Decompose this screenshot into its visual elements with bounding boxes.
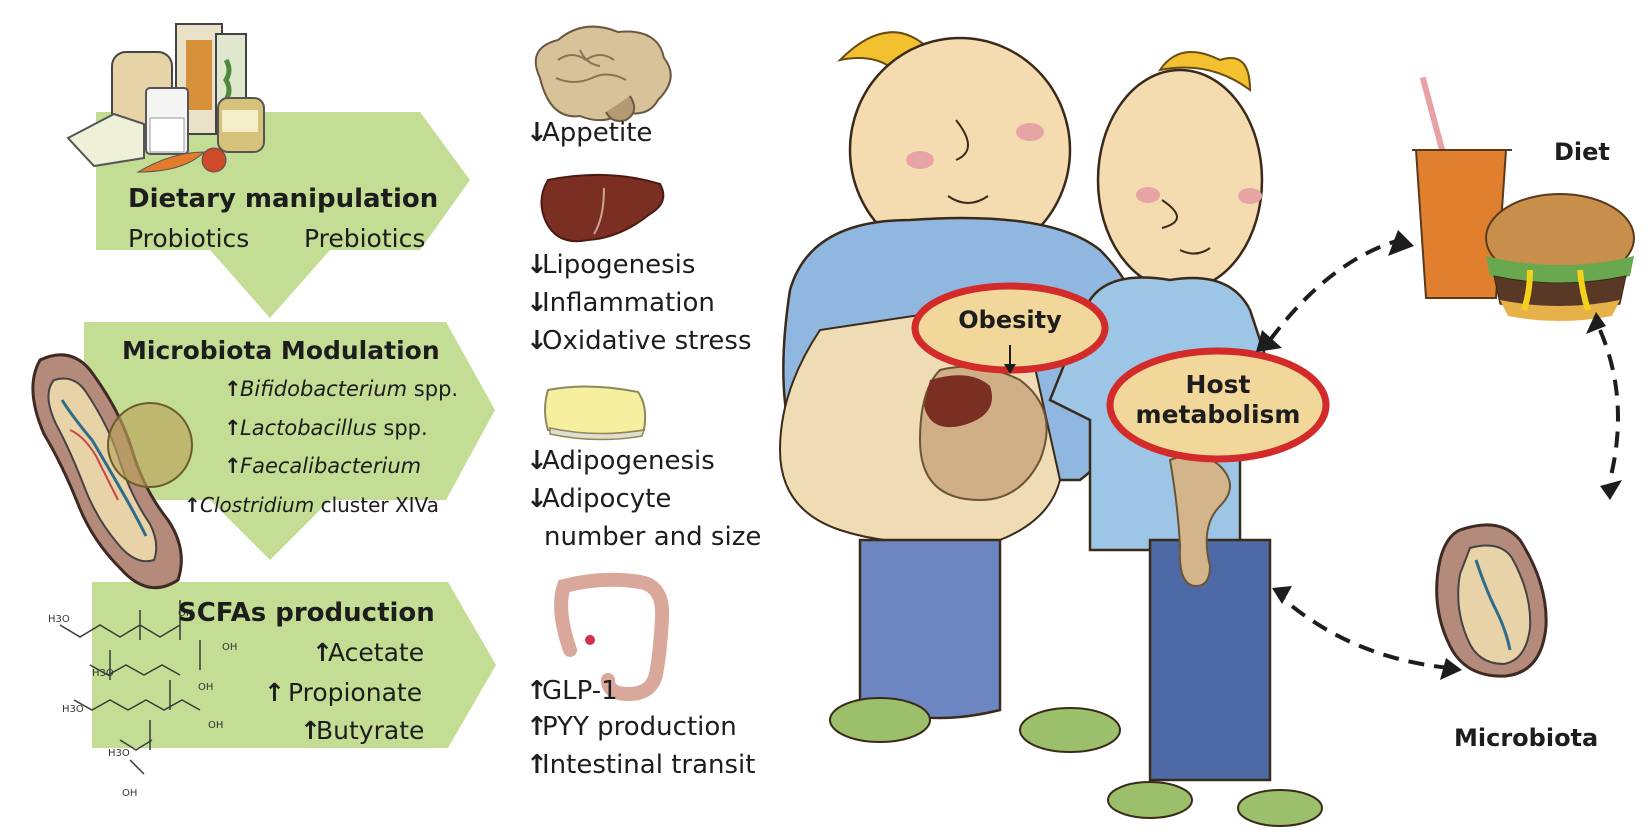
bacteria-name: Faecalibacterium bbox=[240, 454, 421, 478]
effect-label: Inflammation bbox=[542, 288, 715, 318]
effect-glp1: ↑GLP-1 bbox=[526, 676, 618, 706]
dietary-title: Dietary manipulation bbox=[128, 184, 438, 214]
down-arrow-icon: ↓ bbox=[526, 118, 542, 148]
effect-adipocyte-cont: number and size bbox=[544, 522, 761, 552]
svg-text:OH: OH bbox=[198, 682, 213, 693]
effect-oxidative-stress: ↓Oxidative stress bbox=[526, 326, 752, 356]
effect-label: PYY production bbox=[542, 712, 737, 742]
up-arrow-icon: ↑ bbox=[300, 716, 316, 745]
microbiota-label: Microbiota bbox=[1454, 724, 1598, 752]
bacteria-item: ↑Bifidobacterium spp. bbox=[224, 377, 458, 401]
scfa-name: Butyrate bbox=[316, 716, 424, 745]
effect-label: Oxidative stress bbox=[542, 326, 752, 356]
microbiota-mod-title: Microbiota Modulation bbox=[122, 336, 440, 365]
up-arrow-icon: ↑ bbox=[264, 678, 280, 707]
svg-text:H3O: H3O bbox=[92, 668, 114, 679]
intestine-villi-icon-small bbox=[1437, 525, 1546, 676]
effect-pyy: ↑PYY production bbox=[526, 712, 737, 742]
probiotics-label: Probiotics bbox=[128, 224, 249, 253]
svg-text:OH: OH bbox=[222, 642, 237, 653]
effect-label: Lipogenesis bbox=[542, 250, 695, 280]
up-arrow-icon: ↑ bbox=[526, 676, 542, 706]
bacteria-suffix: cluster XIVa bbox=[314, 493, 439, 517]
up-arrow-icon: ↑ bbox=[526, 712, 542, 742]
brain-icon bbox=[536, 27, 671, 121]
host-metabolism-label: Host metabolism bbox=[1118, 370, 1318, 430]
effect-inflammation: ↓Inflammation bbox=[526, 288, 715, 318]
effect-label: Adipocyte bbox=[542, 484, 671, 514]
scfa-item: ↑ Propionate bbox=[264, 678, 422, 707]
svg-text:H3O: H3O bbox=[48, 614, 70, 625]
scfa-item: ↑Acetate bbox=[312, 638, 424, 667]
effect-adipogenesis: ↓Adipogenesis bbox=[526, 446, 715, 476]
up-arrow-icon: ↑ bbox=[224, 416, 240, 440]
colon-marker bbox=[585, 635, 595, 645]
down-arrow-icon: ↓ bbox=[526, 484, 542, 514]
effect-label: Intestinal transit bbox=[542, 750, 755, 780]
bacteria-item: ↑Clostridium cluster XIVa bbox=[184, 493, 439, 517]
liver-icon bbox=[541, 175, 663, 241]
scfa-title: SCFAs production bbox=[178, 598, 435, 628]
effect-adipocyte: ↓Adipocyte bbox=[526, 484, 671, 514]
effect-appetite: ↓Appetite bbox=[526, 118, 652, 148]
metabolism-line: metabolism bbox=[1118, 400, 1318, 430]
scfa-item: ↑Butyrate bbox=[300, 716, 424, 745]
svg-text:OH: OH bbox=[208, 720, 223, 731]
up-arrow-icon: ↑ bbox=[184, 493, 200, 517]
effect-label: GLP-1 bbox=[542, 676, 618, 706]
up-arrow-icon: ↑ bbox=[526, 750, 542, 780]
obesity-label: Obesity bbox=[930, 306, 1090, 334]
burger-drink-icon bbox=[1412, 77, 1634, 321]
effect-label: Adipogenesis bbox=[542, 446, 715, 476]
down-arrow-icon: ↓ bbox=[526, 446, 542, 476]
up-arrow-icon: ↑ bbox=[224, 377, 240, 401]
prebiotics-label: Prebiotics bbox=[304, 224, 425, 253]
up-arrow-icon: ↑ bbox=[312, 638, 328, 667]
effect-lipogenesis: ↓Lipogenesis bbox=[526, 250, 695, 280]
scfa-name: Propionate bbox=[288, 678, 422, 707]
svg-text:OH: OH bbox=[122, 788, 137, 799]
adipose-tissue-icon bbox=[545, 386, 645, 439]
bacteria-name: Clostridium bbox=[200, 493, 314, 517]
bacteria-item: ↑Faecalibacterium bbox=[224, 454, 421, 478]
down-arrow-icon: ↓ bbox=[526, 250, 542, 280]
diet-label: Diet bbox=[1554, 138, 1610, 166]
effect-label: Appetite bbox=[542, 118, 652, 148]
svg-text:H3O: H3O bbox=[108, 748, 130, 759]
food-group-icon bbox=[68, 24, 264, 172]
host-line: Host bbox=[1118, 370, 1318, 400]
bacteria-item: ↑Lactobacillus spp. bbox=[224, 416, 428, 440]
up-arrow-icon: ↑ bbox=[224, 454, 240, 478]
bacteria-suffix: spp. bbox=[377, 416, 428, 440]
svg-text:H3O: H3O bbox=[62, 704, 84, 715]
bacteria-name: Lactobacillus bbox=[240, 416, 377, 440]
effect-intestinal-transit: ↑Intestinal transit bbox=[526, 750, 755, 780]
down-arrow-icon: ↓ bbox=[526, 326, 542, 356]
scfa-name: Acetate bbox=[328, 638, 424, 667]
bacteria-suffix: spp. bbox=[407, 377, 458, 401]
bacteria-name: Bifidobacterium bbox=[240, 377, 407, 401]
down-arrow-icon: ↓ bbox=[526, 288, 542, 318]
